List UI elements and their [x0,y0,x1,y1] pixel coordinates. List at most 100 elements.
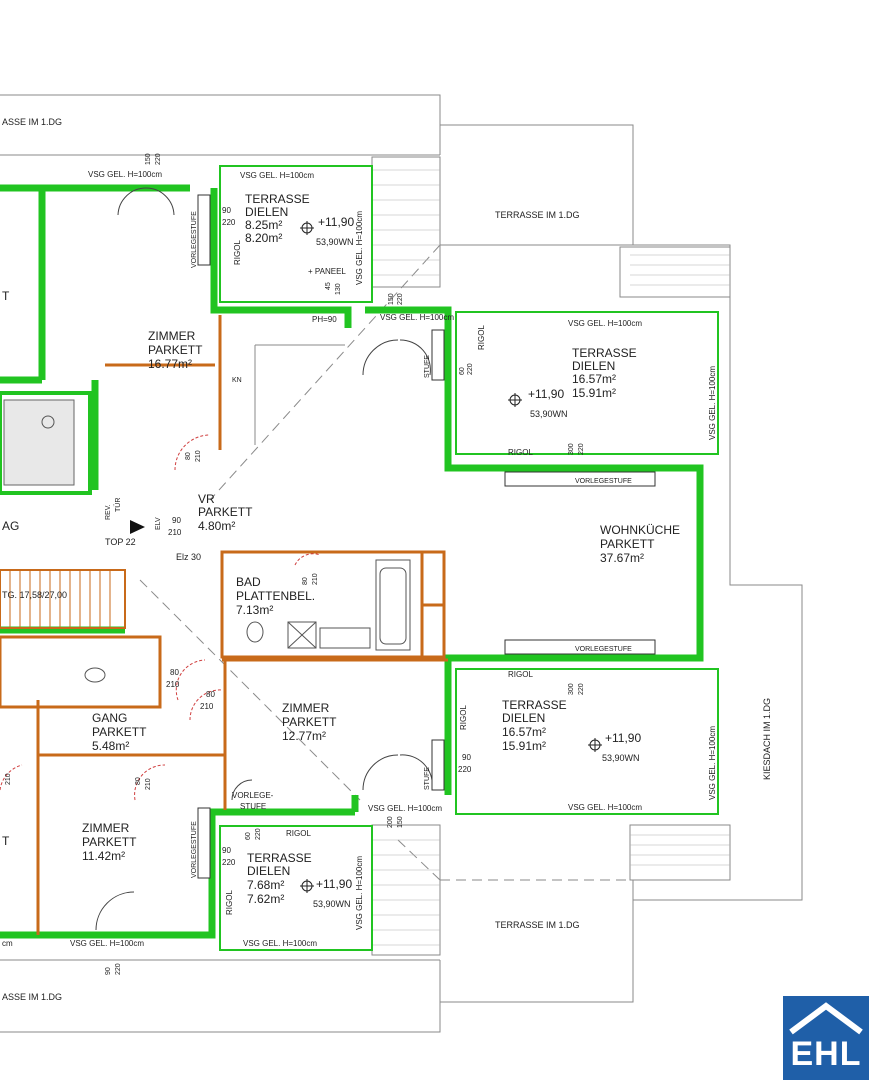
t3-name: TERRASSE [502,698,567,712]
label-kiesdach: KIESDACH IM 1.DG [762,698,772,780]
dim-90-c: 90 [462,753,471,762]
t2-rigol: RIGOL [508,448,533,457]
dim-220-b: 220 [222,218,236,227]
t1-area2: 8.20m² [245,231,282,245]
dim-150: 150 [145,153,152,165]
terrace-2: VSG GEL. H=100cm TERRASSE DIELEN 16.57m²… [477,319,717,485]
t3-wn: 53,90WN [602,753,640,763]
interior-walls [0,315,448,935]
t4-vsg: VSG GEL. H=100cm [243,939,317,948]
t3-vorlegestufe: VORLEGESTUFE [575,646,632,653]
terrace-4: VORLEGE- STUFE RIGOL TERRASSE DIELEN 7.6… [225,791,364,948]
t1-name: TERRASSE [245,192,310,206]
exterior-walls [0,184,704,939]
terrace-outlines [0,94,803,1033]
gang-floor: PARKETT [92,725,147,739]
t3-vsg-side: VSG GEL. H=100cm [708,726,717,800]
t2-level: +11,90 [528,387,564,401]
dim-220-e: 220 [578,443,585,455]
dim-300-b: 300 [568,683,575,695]
dim-220-i: 220 [222,858,236,867]
dim-90-b: 90 [172,516,181,525]
vsg-top: VSG GEL. H=100cm [88,170,162,179]
vsg-mid: VSG GEL. H=100cm [380,313,454,322]
label-terrace-bottom-right: TERRASSE IM 1.DG [495,920,580,930]
wohnkueche-area: 37.67m² [600,551,644,565]
terrace-3: RIGOL VORLEGESTUFE TERRASSE DIELEN 16.57… [459,646,717,812]
t2-wn: 53,90WN [530,409,568,419]
label-terrace-bottom-left: ASSE IM 1.DG [2,992,62,1002]
dim-80-e: 80 [135,777,142,785]
dim-90-a: 90 [222,206,231,215]
wohnkueche-name: WOHNKÜCHE [600,523,680,537]
t3-floor: DIELEN [502,711,545,725]
gang-area: 5.48m² [92,739,129,753]
bad-name: BAD [236,575,261,589]
dim-150-c: 150 [397,816,404,828]
t3-level: +11,90 [605,731,641,745]
t4-vorlege-b: STUFE [240,802,266,811]
ehl-logo: EHL [783,996,869,1080]
label-terrace-top-right: TERRASSE IM 1.DG [495,210,580,220]
bad-area: 7.13m² [236,603,273,617]
cm-label: cm [2,939,13,948]
vorlegestufe-v1: VORLEGESTUFE [191,211,198,268]
bathroom-fixtures [84,559,411,683]
t4-area1: 7.68m² [247,878,284,892]
t3-area1: 16.57m² [502,725,546,739]
dim-220-g: 220 [458,765,472,774]
dim-210-d: 210 [166,680,180,689]
zimmer3-name: ZIMMER [82,821,130,835]
t3-rigol2: RIGOL [459,705,468,730]
t3-rigol: RIGOL [508,670,533,679]
dim-210-g: 210 [5,773,12,785]
misc-labels: VSG GEL. H=100cm VSG GEL. H=100cm VSG GE… [2,170,454,948]
t4-wn: 53,90WN [313,899,351,909]
vorlegestufe-v2: VORLEGESTUFE [191,821,198,878]
dim-210-a: 210 [195,450,202,462]
t3-area2: 15.91m² [502,739,546,753]
dim-220-f: 220 [578,683,585,695]
bad-floor: PLATTENBEL. [236,589,315,603]
dim-210-b: 210 [168,528,182,537]
dim-60: 60 [459,367,466,375]
zimmer3-floor: PARKETT [82,835,137,849]
t4-rigol: RIGOL [286,829,311,838]
dim-60-b: 60 [245,832,252,840]
zimmer1-name: ZIMMER [148,329,196,343]
top-label: TOP 22 [105,537,136,547]
ehl-logo-text: EHL [790,1035,862,1073]
dim-300-a: 300 [568,443,575,455]
rev-label: REV. [105,504,112,520]
t1-vsg-side: VSG GEL. H=100cm [355,211,364,285]
t2-vsg-side: VSG GEL. H=100cm [708,366,717,440]
t-left-label: T [2,289,10,303]
t4-area2: 7.62m² [247,892,284,906]
ph-label: PH=90 [312,315,337,324]
t4-floor: DIELEN [247,864,290,878]
stair-label: TG. 17,58/27,00 [2,590,67,600]
level-markers [300,221,602,893]
dim-80-c: 80 [170,668,179,677]
room-labels: ZIMMER PARKETT 16.77m² VR PARKETT 4.80m²… [82,329,680,863]
gang-name: GANG [92,711,127,725]
t1-level: +11,90 [318,215,354,229]
dim-210-f: 210 [145,778,152,790]
dim-130: 130 [335,283,342,295]
dim-200: 200 [387,816,394,828]
dim-210-c: 210 [312,573,319,585]
t3-vsg: VSG GEL. H=100cm [568,803,642,812]
ag-label: AG [2,519,19,533]
dim-150-b: 150 [388,293,395,305]
t2-area1: 16.57m² [572,372,616,386]
zimmer3-area: 11.42m² [82,849,125,863]
t1-vsg: VSG GEL. H=100cm [240,171,314,180]
hatching [372,169,730,946]
dim-210-e: 210 [200,702,214,711]
terrace-borders [219,165,719,951]
t2-name: TERRASSE [572,346,637,360]
elz-label: Elz 30 [176,552,201,562]
t2-vsg: VSG GEL. H=100cm [568,319,642,328]
zimmer2-name: ZIMMER [282,701,330,715]
terrace-area-labels: ASSE IM 1.DG TERRASSE IM 1.DG ASSE IM 1.… [2,117,772,1002]
